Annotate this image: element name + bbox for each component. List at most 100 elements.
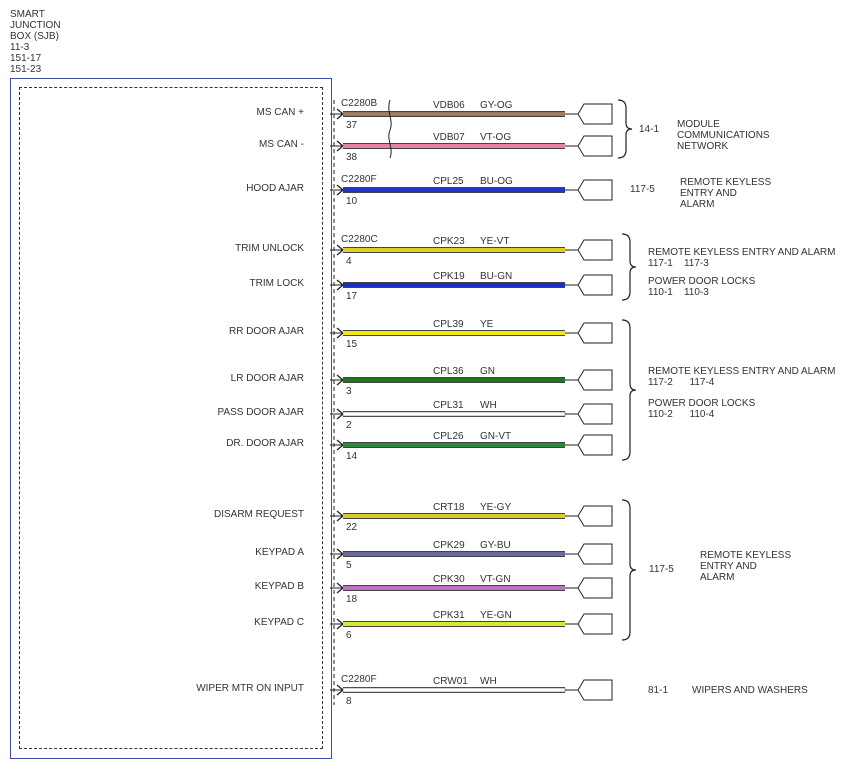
pin-number: 38 — [346, 152, 358, 163]
wire-color-code: BU-GN — [480, 271, 512, 282]
circuit-id: VDB07 — [433, 132, 465, 143]
pin-number: 6 — [346, 630, 352, 641]
module-title: SMART JUNCTION BOX (SJB) 11-3 151-17 151… — [10, 9, 61, 75]
signal-label: TRIM UNLOCK — [235, 243, 304, 254]
pin-number: 37 — [346, 120, 358, 131]
wire-stripe — [343, 249, 565, 251]
connector-icon — [565, 505, 613, 527]
pin-number: 4 — [346, 256, 352, 267]
wire-stripe — [343, 113, 565, 115]
signal-label: MS CAN - — [259, 139, 304, 150]
connector-icon — [565, 369, 613, 391]
wire-color-code: YE — [480, 319, 494, 330]
signal-label: KEYPAD C — [254, 617, 304, 628]
brace-trim — [621, 233, 637, 301]
signal-label: RR DOOR AJAR — [228, 326, 304, 337]
pin-number: 3 — [346, 386, 352, 397]
twisted-pair-icon — [388, 99, 392, 159]
pin-number: 18 — [346, 594, 358, 605]
ref-rke-alarm-a: REMOTE KEYLESS ENTRY AND ALARM — [680, 177, 772, 210]
circuit-id: CPK23 — [433, 236, 465, 247]
signal-label: WIPER MTR ON INPUT — [196, 683, 304, 694]
circuit-id: CPK29 — [433, 540, 465, 551]
pin-number: 17 — [346, 291, 358, 302]
wire-white — [342, 687, 566, 693]
pin-number: 15 — [346, 339, 358, 350]
connector-icon — [565, 135, 613, 157]
wire-white — [342, 411, 566, 417]
signal-label: TRIM LOCK — [249, 278, 304, 289]
module-outline — [10, 78, 332, 759]
connector-icon — [565, 543, 613, 565]
circuit-id: CRT18 — [433, 502, 465, 513]
signal-label: DISARM REQUEST — [213, 509, 304, 520]
signal-label: HOOD AJAR — [246, 183, 304, 194]
wire-cpl39 — [343, 331, 565, 335]
connector-icon — [565, 274, 613, 296]
module-inner-outline — [19, 87, 323, 749]
wire-color-code: WH — [480, 676, 497, 687]
wire-color-code: WH — [480, 400, 497, 411]
wire-color-code: YE-VT — [480, 236, 509, 247]
signal-label: DR. DOOR AJAR — [226, 438, 304, 449]
ref-page-117-5-a: 117-5 — [630, 184, 655, 195]
signal-label: KEYPAD A — [255, 547, 304, 558]
connector-icon — [565, 239, 613, 261]
connector-icon — [565, 179, 613, 201]
wire-color-code: VT-GN — [480, 574, 511, 585]
connector-id: C2280F — [341, 174, 377, 185]
ref-wipers-washers: WIPERS AND WASHERS — [692, 685, 808, 696]
circuit-id: CPL25 — [433, 176, 464, 187]
wire-color-code: GN-VT — [480, 431, 511, 442]
ref-pdl-110-2-4: POWER DOOR LOCKS 110-2 110-4 — [648, 398, 756, 420]
wire-crt18 — [343, 514, 565, 518]
circuit-id: CPL39 — [433, 319, 464, 330]
connector-icon — [565, 679, 613, 701]
pin-number: 22 — [346, 522, 358, 533]
pin-number: 2 — [346, 420, 352, 431]
pin-number: 5 — [346, 560, 352, 571]
ref-rke-alarm-b: REMOTE KEYLESS ENTRY AND ALARM — [700, 550, 792, 583]
pin-number: 10 — [346, 196, 358, 207]
circuit-id: CPL26 — [433, 431, 464, 442]
connector-icon — [565, 434, 613, 456]
signal-label: PASS DOOR AJAR — [217, 407, 304, 418]
wire-vdb07 — [343, 144, 565, 148]
wire-cpk31 — [343, 622, 565, 626]
signal-label: KEYPAD B — [254, 581, 304, 592]
circuit-id: CPK30 — [433, 574, 465, 585]
ref-rke-117-2-4: REMOTE KEYLESS ENTRY AND ALARM 117-2 117… — [648, 366, 836, 388]
connector-icon — [565, 577, 613, 599]
wire-color-code: VT-OG — [480, 132, 511, 143]
wire-cpl26 — [343, 443, 565, 447]
brace-can — [617, 99, 633, 159]
wire-color-code: GN — [480, 366, 495, 377]
signal-label: MS CAN + — [256, 107, 304, 118]
connector-icon — [565, 613, 613, 635]
ref-pdl-110-1-3: POWER DOOR LOCKS 110-1 110-3 — [648, 276, 756, 298]
ref-page-81-1: 81-1 — [648, 685, 669, 696]
wire-cpk29 — [343, 552, 565, 556]
pin-number: 8 — [346, 696, 352, 707]
ref-page-117-5-b: 117-5 — [649, 564, 674, 575]
wire-cpl25 — [343, 188, 565, 192]
connector-icon — [565, 103, 613, 125]
connector-id: C2280C — [341, 234, 378, 245]
circuit-id: CPK19 — [433, 271, 465, 282]
ref-module-comm-network: MODULE COMMUNICATIONS NETWORK — [677, 119, 770, 152]
ref-rke-117-1-3: REMOTE KEYLESS ENTRY AND ALARM 117-1 117… — [648, 247, 836, 269]
pin-number: 14 — [346, 451, 358, 462]
circuit-id: CRW01 — [433, 676, 468, 687]
brace-keypad — [621, 499, 637, 641]
wire-color-code: YE-GY — [480, 502, 511, 513]
wire-cpk19 — [343, 283, 565, 287]
circuit-id: CPL31 — [433, 400, 464, 411]
circuit-id: CPL36 — [433, 366, 464, 377]
wire-cpl36 — [343, 378, 565, 382]
ref-page-14-1: 14-1 — [639, 124, 660, 135]
wire-cpk30 — [343, 586, 565, 590]
wire-color-code: YE-GN — [480, 610, 512, 621]
connector-icon — [565, 403, 613, 425]
wire-color-code: GY-OG — [480, 100, 513, 111]
